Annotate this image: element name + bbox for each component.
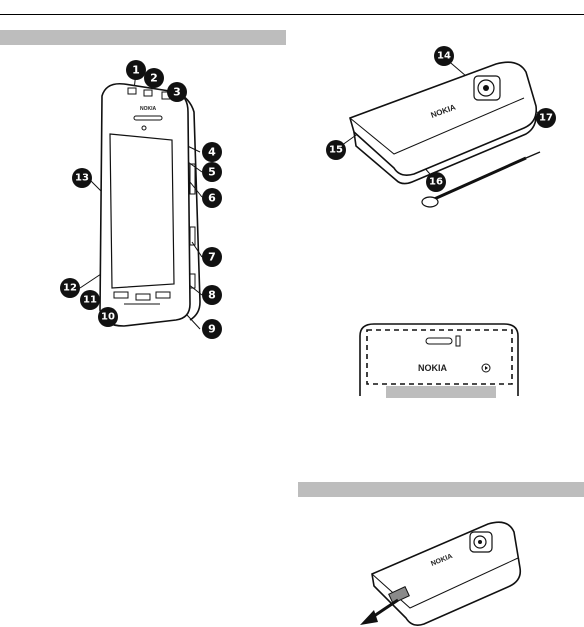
svg-text:5: 5 — [208, 166, 216, 179]
callout-8: 8 — [202, 285, 222, 305]
phone-front-figure: NOKIA 1 2 3 4 5 6 7 8 9 10 11 12 13 — [40, 52, 290, 352]
callout-15: 15 — [326, 140, 346, 160]
svg-text:9: 9 — [208, 323, 216, 336]
svg-text:17: 17 — [539, 113, 553, 124]
phone-back-figure: NOKIA 14 15 16 17 — [320, 36, 560, 226]
svg-text:16: 16 — [429, 177, 443, 188]
svg-text:10: 10 — [101, 312, 115, 323]
callout-3: 3 — [167, 82, 187, 102]
callout-7: 7 — [202, 247, 222, 267]
svg-text:13: 13 — [75, 173, 89, 184]
svg-text:7: 7 — [208, 251, 216, 264]
callout-12: 12 — [60, 278, 80, 298]
svg-text:14: 14 — [437, 51, 451, 62]
svg-text:8: 8 — [208, 289, 216, 302]
battery-cover-figure: NOKIA — [358, 512, 528, 627]
callout-17: 17 — [536, 108, 556, 128]
callout-6: 6 — [202, 188, 222, 208]
callout-10: 10 — [98, 307, 118, 327]
svg-text:12: 12 — [63, 283, 77, 294]
section-heading-bar-right — [298, 482, 584, 497]
section-heading-bar-left — [0, 30, 286, 45]
svg-text:6: 6 — [208, 192, 216, 205]
callout-4: 4 — [202, 142, 222, 162]
svg-text:1: 1 — [132, 64, 140, 77]
svg-text:4: 4 — [208, 146, 216, 159]
callout-16: 16 — [426, 172, 446, 192]
callout-1: 1 — [126, 60, 146, 80]
callout-2: 2 — [144, 68, 164, 88]
callout-11: 11 — [80, 290, 100, 310]
svg-text:15: 15 — [329, 145, 343, 156]
sensor-area-figure: NOKIA — [356, 318, 524, 398]
callout-14: 14 — [434, 46, 454, 66]
callout-9: 9 — [202, 319, 222, 339]
page-top-rule — [0, 14, 584, 15]
callout-5: 5 — [202, 162, 222, 182]
sensor-brand-logo: NOKIA — [418, 363, 448, 373]
svg-text:11: 11 — [83, 295, 97, 306]
svg-text:2: 2 — [150, 72, 158, 85]
callout-13: 13 — [72, 168, 92, 188]
svg-text:NOKIA: NOKIA — [140, 106, 157, 112]
svg-text:3: 3 — [173, 86, 181, 99]
